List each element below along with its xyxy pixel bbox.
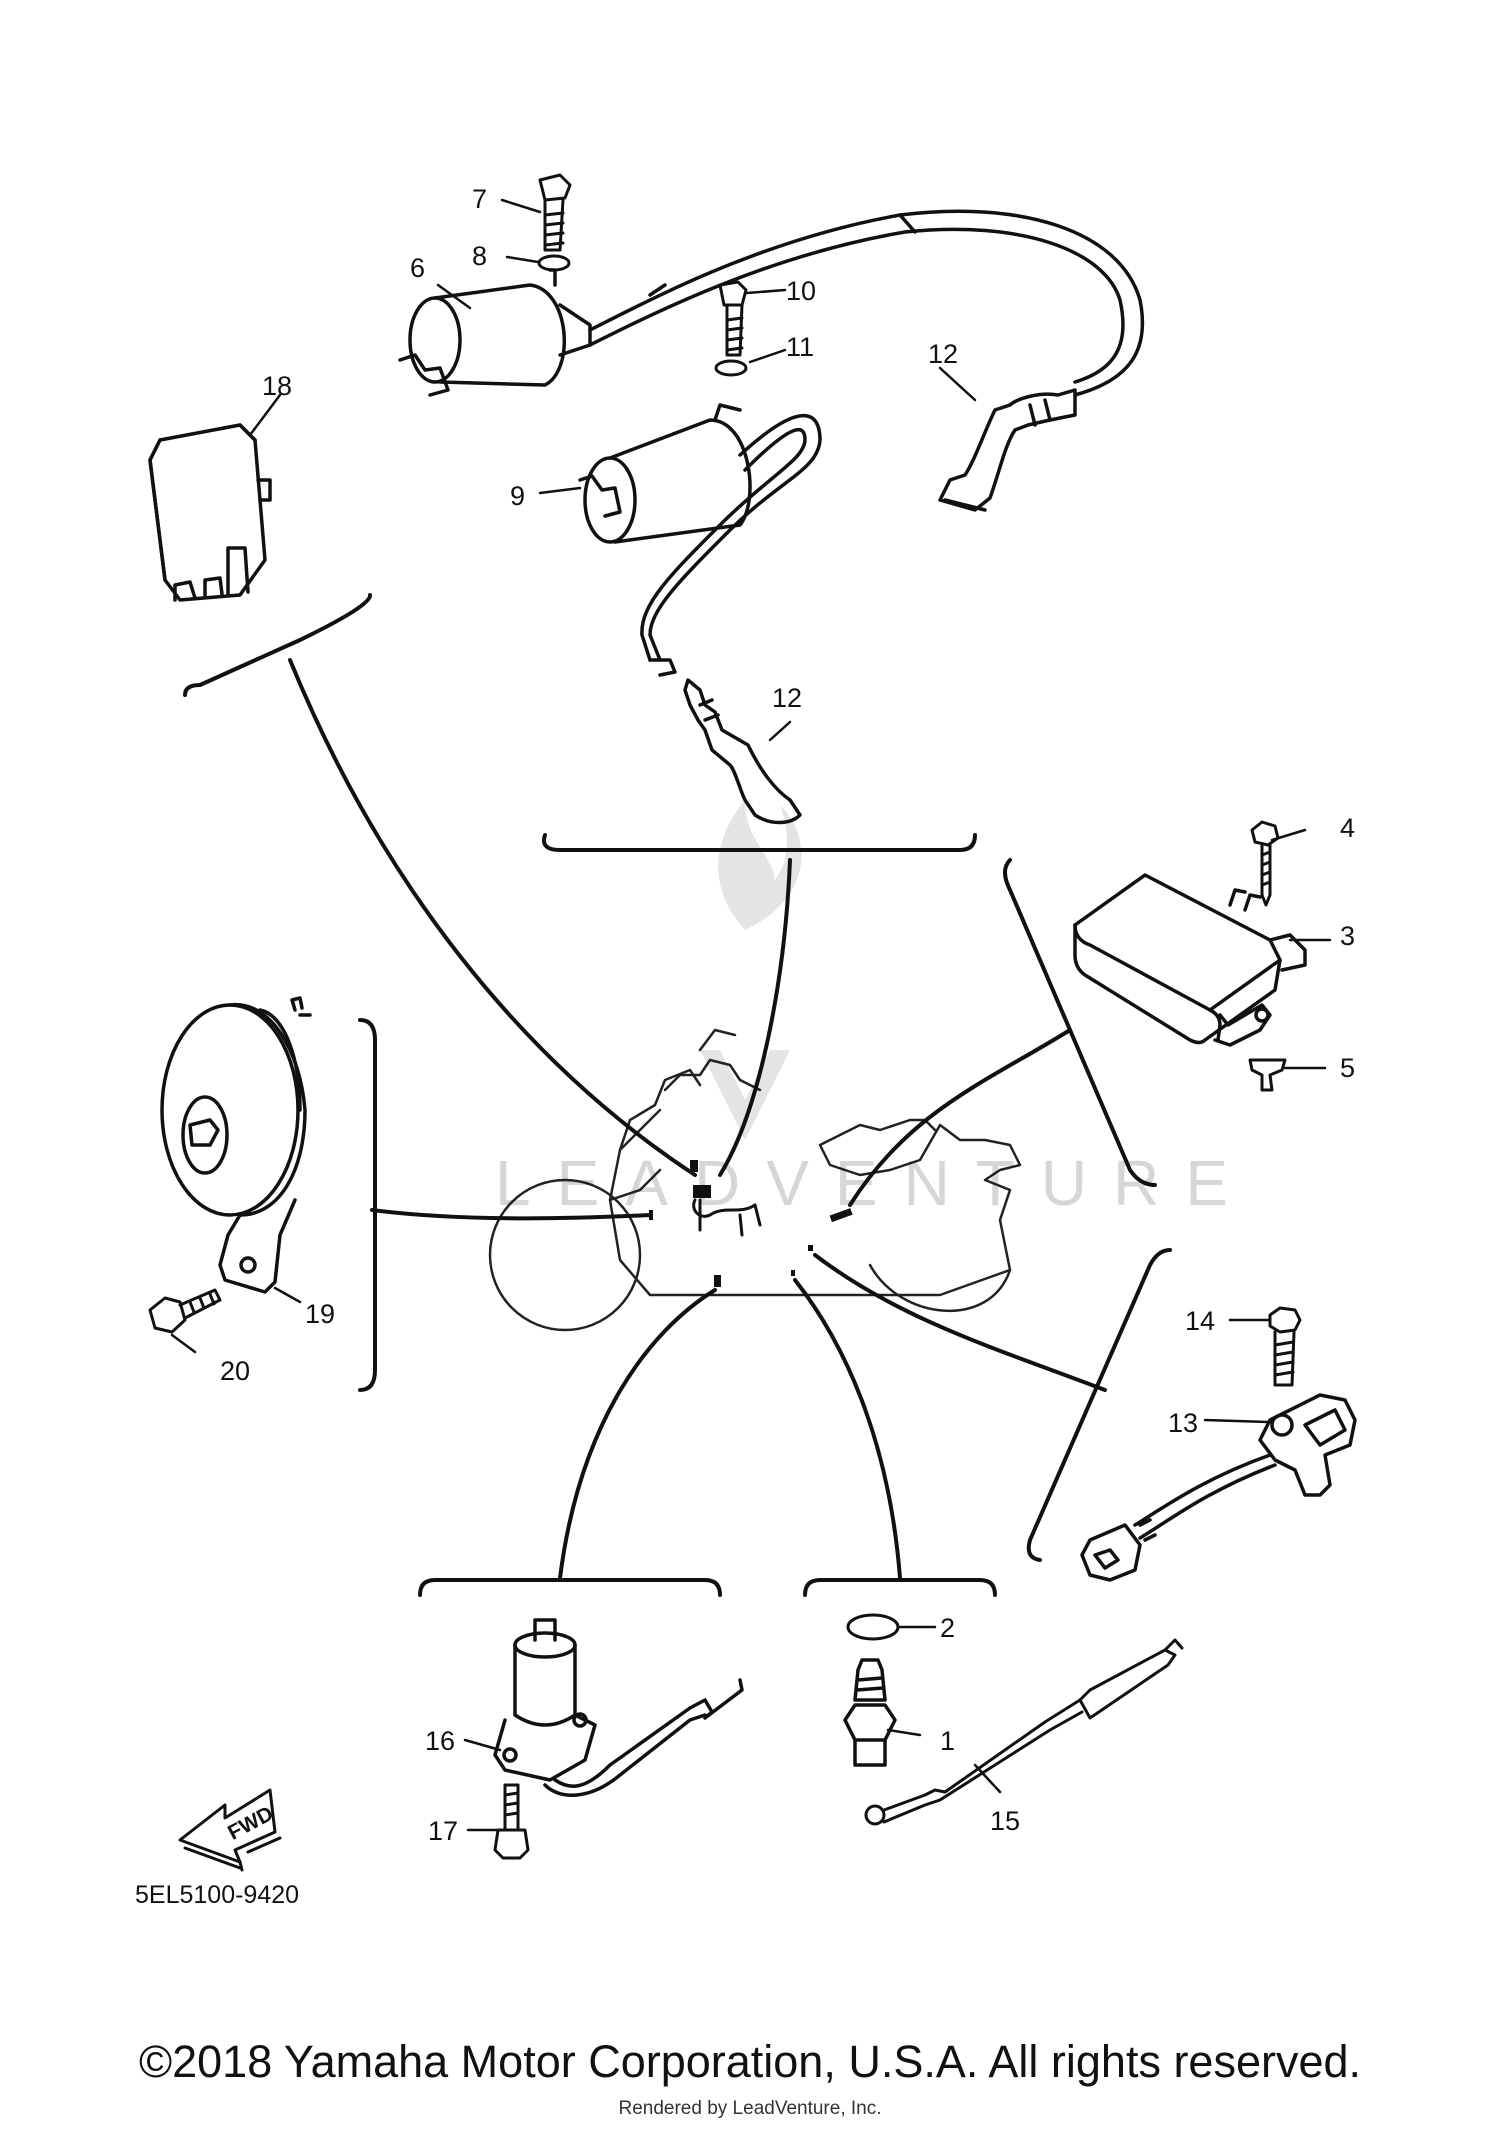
callout-3: 3 <box>1340 921 1355 951</box>
part-11-washer <box>714 359 748 377</box>
part-17-bolt <box>493 1783 530 1860</box>
part-10-bolt <box>718 280 748 357</box>
callout-11: 11 <box>786 332 814 362</box>
callout-16: 16 <box>425 1726 455 1756</box>
callout-7: 7 <box>472 184 487 214</box>
part-5-clip <box>1248 1058 1287 1092</box>
callout-10: 10 <box>786 276 816 306</box>
part-1-switch <box>843 1658 897 1767</box>
callout-6: 6 <box>410 253 425 283</box>
watermark-text: LEADVENTURE <box>495 1147 1254 1219</box>
callout-1: 1 <box>940 1726 955 1756</box>
fwd-arrow-icon <box>178 1788 282 1872</box>
rendered-by-text: Rendered by LeadVenture, Inc. <box>618 2098 882 2119</box>
fwd-label: FWD <box>224 1802 277 1845</box>
part-7-bolt <box>538 173 572 252</box>
part-8-washer <box>537 254 571 272</box>
callout-8: 8 <box>472 241 487 271</box>
watermark-flame-icon <box>718 800 802 930</box>
part-14-bolt <box>1268 1306 1302 1387</box>
callout-4: 4 <box>1340 813 1355 843</box>
group-brackets <box>183 593 1172 1597</box>
part-18-relay-box <box>148 423 272 602</box>
part-12-plug-cap-lower <box>683 678 802 825</box>
callout-17: 17 <box>428 1816 458 1846</box>
part-19-horn <box>160 996 312 1294</box>
callout-19: 19 <box>305 1299 335 1329</box>
copyright-text: ©2018 Yamaha Motor Corporation, U.S.A. A… <box>138 2036 1362 2087</box>
callout-13: 13 <box>1168 1408 1198 1438</box>
part-6-ignition-coil <box>398 209 1145 397</box>
callout-9: 9 <box>510 481 525 511</box>
part-9-ignition-coil <box>578 403 822 677</box>
part-4-screw <box>1250 820 1280 907</box>
diagram-code: 5EL5100-9420 <box>135 1881 299 1909</box>
part-15-lead <box>864 1638 1184 1826</box>
callout-20: 20 <box>220 1356 250 1386</box>
callout-12-upper: 12 <box>928 339 958 369</box>
callout-12-lower: 12 <box>772 683 802 713</box>
leader-lines <box>288 658 1107 1580</box>
part-3-regulator <box>1073 873 1307 1047</box>
callout-14: 14 <box>1185 1306 1215 1336</box>
part-2-washer <box>846 1613 900 1641</box>
callout-18: 18 <box>262 371 292 401</box>
part-16-sensor <box>493 1618 744 1797</box>
callout-leaders <box>170 198 1332 1832</box>
part-13-sensor <box>1080 1393 1357 1582</box>
callout-numbers: 1 2 3 4 5 6 7 8 9 10 11 12 12 13 14 15 1… <box>220 184 1355 1846</box>
callout-2: 2 <box>940 1613 955 1643</box>
callout-5: 5 <box>1340 1053 1355 1083</box>
part-20-bolt <box>148 1288 222 1334</box>
part-12-plug-cap-upper <box>938 388 1077 512</box>
callout-15: 15 <box>990 1806 1020 1836</box>
